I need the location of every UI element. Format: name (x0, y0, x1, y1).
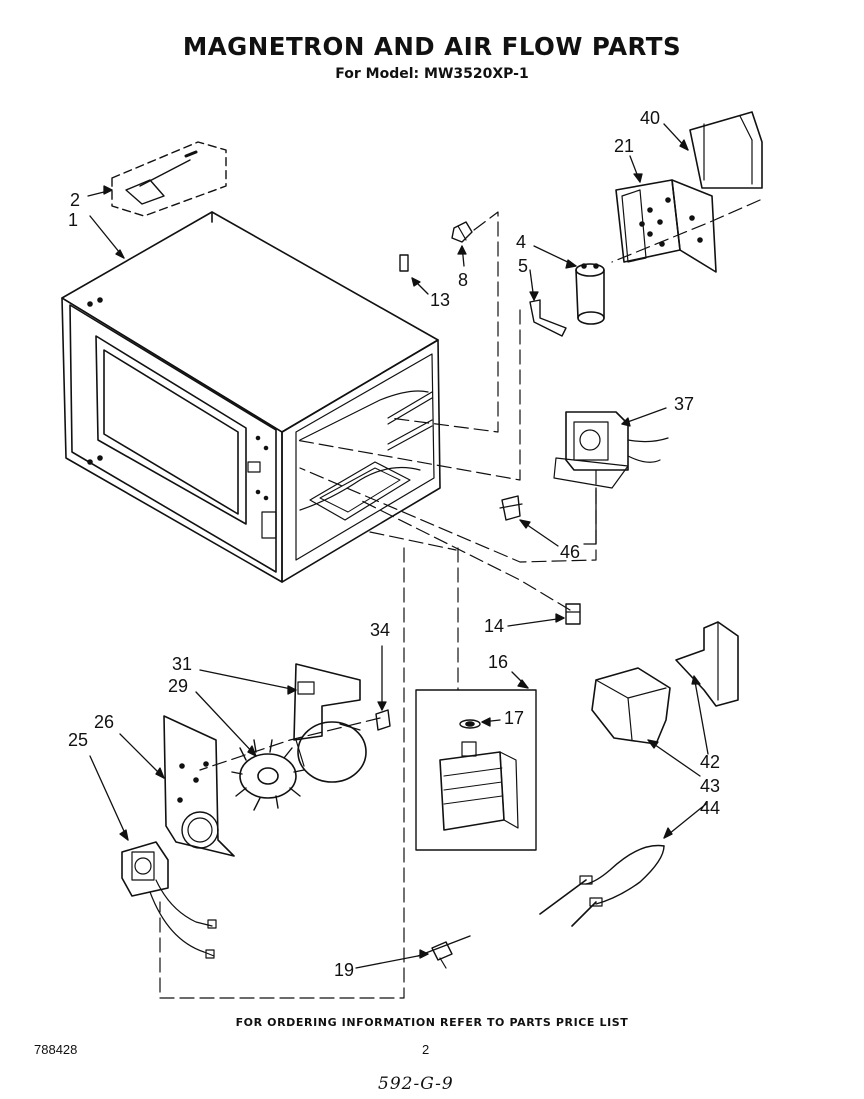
callout-21: 21 (614, 136, 634, 156)
callout-17: 17 (504, 708, 524, 728)
transformer-part (553, 411, 669, 489)
callout-29: 29 (168, 676, 188, 696)
callout-34: 34 (370, 620, 390, 640)
page-title: MAGNETRON AND AIR FLOW PARTS (182, 32, 682, 61)
callout-46: 46 (560, 542, 580, 562)
strap-part (529, 299, 567, 337)
callout-42: 42 (700, 752, 720, 772)
diode-part (417, 935, 471, 969)
callout-2: 2 (70, 190, 80, 210)
callout-16: 16 (488, 652, 508, 672)
cabinet-part (61, 211, 441, 583)
pin-part (399, 254, 409, 272)
thermal-cutout-part (565, 603, 581, 625)
handwritten-annotation: 592-G-9 (378, 1074, 454, 1094)
assembly-lines (159, 199, 761, 999)
air-duct-part (293, 663, 367, 783)
air-guide-part (675, 621, 739, 707)
callout-4: 4 (516, 232, 526, 252)
cover-part (689, 111, 763, 189)
magnetron-part (415, 689, 537, 851)
screw-part (375, 709, 391, 731)
bracket-screw-part (111, 141, 227, 217)
fan-motor-part (121, 841, 217, 959)
callout-31: 31 (172, 654, 192, 674)
callout-40: 40 (640, 108, 660, 128)
magnetron-cover-part (591, 667, 671, 745)
callout-37: 37 (674, 394, 694, 414)
callout-44: 44 (700, 798, 720, 818)
capacitor-part (575, 263, 605, 325)
leader-lines (87, 123, 709, 969)
callout-26: 26 (94, 712, 114, 732)
callout-43: 43 (700, 776, 720, 796)
fan-blade-part (231, 739, 305, 811)
fan-bracket-part (163, 715, 235, 857)
page-number: 2 (422, 1042, 430, 1057)
callout-5: 5 (518, 256, 528, 276)
thermistor-part (539, 844, 665, 927)
capacitor-bracket-part (615, 179, 717, 273)
model-subtitle: For Model: MW3520XP-1 (335, 66, 529, 82)
diode-clip-part (499, 495, 523, 521)
callout-14: 14 (484, 616, 504, 636)
document-number: 788428 (34, 1042, 78, 1057)
callout-13: 13 (430, 290, 450, 310)
clip-part (451, 221, 473, 243)
callout-1: 1 (68, 210, 78, 230)
callout-8: 8 (458, 270, 468, 290)
ordering-info-note: FOR ORDERING INFORMATION REFER TO PARTS … (235, 1016, 629, 1029)
callout-25: 25 (68, 730, 88, 750)
callout-19: 19 (334, 960, 354, 980)
